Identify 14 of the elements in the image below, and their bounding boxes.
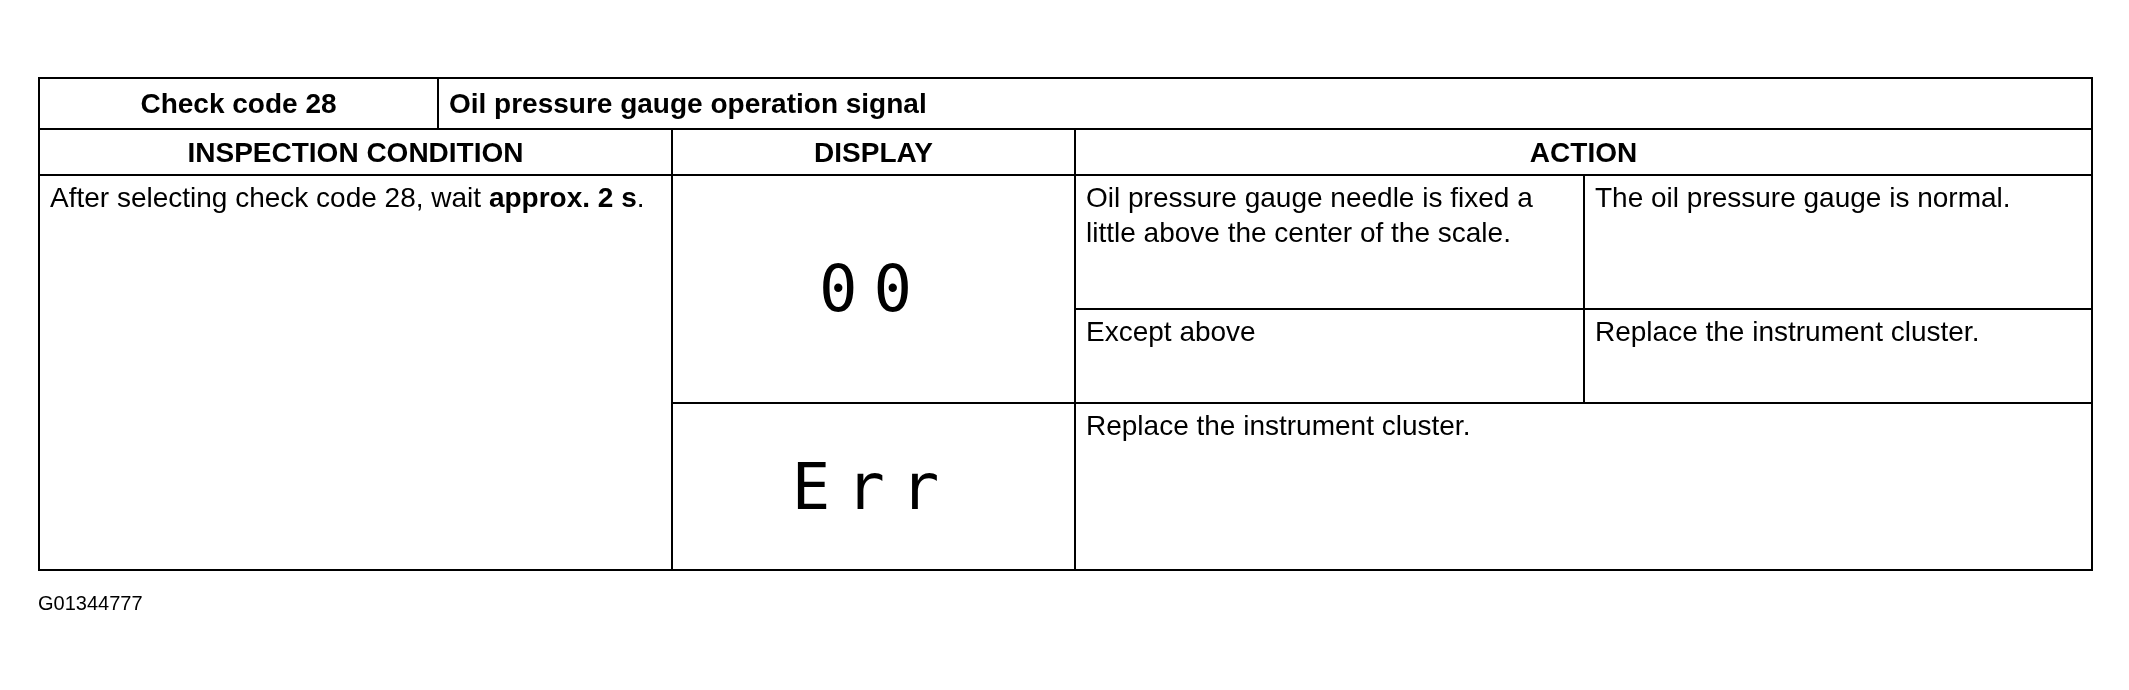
column-header: ACTION [1075, 129, 2093, 175]
column-header: DISPLAY [672, 129, 1075, 175]
signal-name: Oil pressure gauge operation signal [438, 78, 2093, 129]
result-text: The oil pressure gauge is normal. [1584, 175, 2093, 309]
display-readout: 00 [672, 175, 1075, 403]
check-code-label: Check code 28 [39, 78, 438, 129]
result-text: Replace the instrument cluster. [1584, 309, 2093, 403]
column-header: INSPECTION CONDITION [39, 129, 672, 175]
instruction-text: After selecting check code 28, wait approx. 2 s. [39, 175, 672, 570]
observation-text: Oil pressure gauge needle is fixed a little above the center of the scale. [1075, 175, 1584, 309]
observation-text: Except above [1075, 309, 1584, 403]
action-text: Replace the instrument cluster. [1075, 403, 2093, 570]
display-readout: Err [672, 403, 1075, 570]
figure-id: G01344777 [38, 592, 143, 615]
